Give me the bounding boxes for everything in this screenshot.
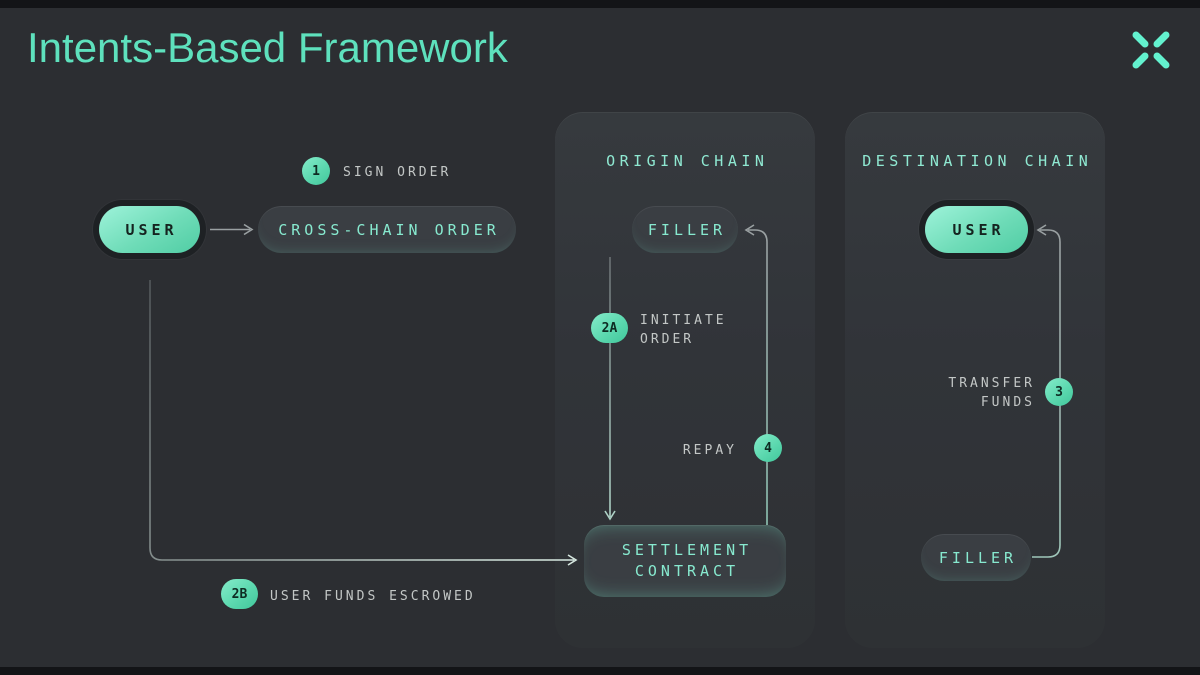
settlement-contract-line2: CONTRACT <box>634 562 740 580</box>
step-3-label-line1: TRANSFER <box>948 376 1035 391</box>
connector-repay <box>744 224 768 525</box>
step-4-badge: 4 <box>754 434 782 462</box>
step-2a-badge: 2A <box>591 313 628 343</box>
step-3-label-line2: FUNDS <box>980 395 1035 410</box>
step-2b-badge: 2B <box>221 579 258 609</box>
step-2a-label-line1: INITIATE <box>640 313 727 328</box>
step-3-label: TRANSFER FUNDS <box>948 374 1035 412</box>
filler-node-destination: FILLER <box>921 534 1031 581</box>
page-title: Intents-Based Framework <box>27 24 508 71</box>
filler-node-origin: FILLER <box>632 206 738 253</box>
settlement-contract-line1: SETTLEMENT <box>621 541 753 559</box>
cross-chain-order-node: CROSS-CHAIN ORDER <box>258 206 516 253</box>
across-x-logo-icon <box>1132 31 1170 69</box>
step-2a-label: INITIATE ORDER <box>640 311 727 349</box>
step-2b-label: USER FUNDS ESCROWED <box>270 589 476 604</box>
destination-chain-title: DESTINATION CHAIN <box>862 152 1093 170</box>
connector-user-funds-escrowed <box>149 280 578 566</box>
settlement-contract-node: SETTLEMENT CONTRACT <box>584 525 786 597</box>
user-node-destination: USER <box>925 206 1028 253</box>
letterbox-top <box>0 0 1200 8</box>
step-1-label: SIGN ORDER <box>343 165 452 180</box>
step-4-label: REPAY <box>682 443 737 458</box>
origin-chain-title: ORIGIN CHAIN <box>606 152 769 170</box>
connector-sign-order <box>210 223 254 236</box>
step-1-badge: 1 <box>302 157 330 185</box>
letterbox-bottom <box>0 667 1200 675</box>
step-3-badge: 3 <box>1045 378 1073 406</box>
connector-initiate-order <box>604 257 616 521</box>
step-2a-label-line2: ORDER <box>640 332 695 347</box>
user-node-origin: USER <box>99 206 200 253</box>
